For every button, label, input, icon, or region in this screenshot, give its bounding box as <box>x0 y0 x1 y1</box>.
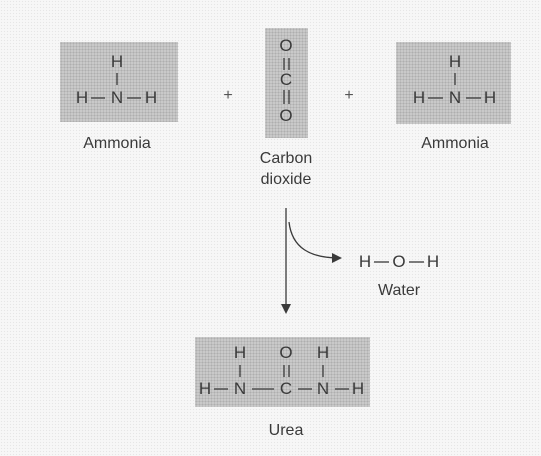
ammonia-right-box <box>396 42 511 124</box>
atom-h: H <box>412 88 426 107</box>
atom-h: H <box>75 88 89 107</box>
atom-h: H <box>144 88 158 107</box>
carbon-dioxide-label-line1: Carbon <box>259 150 313 167</box>
atom-c: C <box>279 379 293 398</box>
atom-c: C <box>279 70 293 89</box>
atom-o: O <box>279 36 293 55</box>
atom-h: H <box>351 379 365 398</box>
ammonia-left-label: Ammonia <box>83 135 151 152</box>
atom-o: O <box>392 252 406 271</box>
atom-n: N <box>316 379 330 398</box>
ammonia-left-box <box>60 42 178 122</box>
plus-sign: + <box>223 87 233 104</box>
atom-h: H <box>426 252 440 271</box>
plus-sign: + <box>344 87 354 104</box>
atom-h: H <box>448 52 462 71</box>
carbon-dioxide-label-line2: dioxide <box>260 171 312 188</box>
atom-h: H <box>198 379 212 398</box>
atom-o: O <box>279 343 293 362</box>
atom-n: N <box>233 379 247 398</box>
water-release-arrow <box>288 221 342 263</box>
carbon-dioxide-label: Carbon dioxide <box>260 148 312 190</box>
atom-h: H <box>316 343 330 362</box>
atom-n: N <box>110 88 124 107</box>
carbon-dioxide-box <box>265 28 308 138</box>
atom-o: O <box>279 106 293 125</box>
atom-h: H <box>110 52 124 71</box>
urea-box <box>195 337 370 407</box>
atom-h: H <box>358 252 372 271</box>
ammonia-right-label: Ammonia <box>421 135 489 152</box>
atom-h: H <box>233 343 247 362</box>
water-label: Water <box>377 282 421 299</box>
atom-h: H <box>483 88 497 107</box>
urea-label: Urea <box>268 422 304 439</box>
atom-n: N <box>448 88 462 107</box>
